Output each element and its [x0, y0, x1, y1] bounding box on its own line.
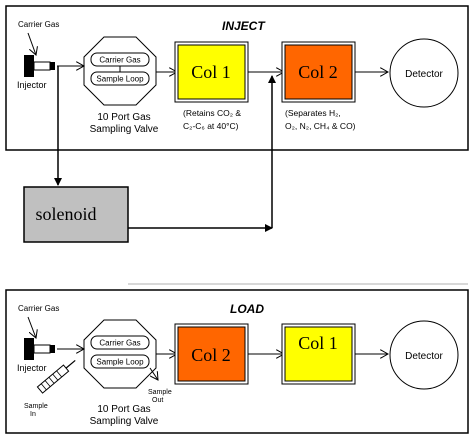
load-detector-label: Detector [405, 351, 443, 362]
inject-col2-note-1: (Separates H₂, [285, 108, 341, 118]
load-injector-tip [50, 345, 55, 353]
inject-title: INJECT [222, 19, 266, 33]
inject-injector-tip [50, 62, 55, 70]
load-injector-label: Injector [17, 363, 47, 373]
inject-detector-label: Detector [405, 69, 443, 80]
load-carrier-gas-arrow [27, 316, 36, 338]
load-carrier-gas-label: Carrier Gas [18, 304, 59, 313]
inject-injector-body [24, 55, 34, 77]
load-valve-carrier-label: Carrier Gas [99, 339, 140, 348]
solenoid-rect [23, 186, 129, 243]
inject-valve-carrier-label: Carrier Gas [99, 56, 140, 65]
inject-col1-label: Col 1 [191, 62, 231, 82]
load-col2-fill [177, 326, 246, 382]
sample-syringe-icon [36, 359, 76, 394]
sample-in-label-1: Sample [24, 403, 48, 410]
load-injector-port [33, 344, 51, 354]
inject-col1-fill [177, 44, 246, 100]
load-title: LOAD [230, 302, 264, 316]
sample-out-arrow [149, 367, 158, 380]
load-col1-label: Col 1 [298, 333, 338, 353]
load-detector-circle [389, 320, 459, 390]
load-valve-carrier-pill [90, 335, 150, 350]
load-injector-body [24, 338, 34, 360]
inject-valve-label-2: Sampling Valve [90, 124, 159, 135]
inject-injector-label: Injector [17, 80, 47, 90]
inject-injector-port [33, 61, 51, 71]
inject-col2-note-2: O₂, N₂, CH₄ & CO) [285, 121, 356, 131]
inject-detector-circle [389, 38, 459, 108]
solenoid-label: solenoid [36, 204, 97, 224]
inject-carrier-gas-arrow [27, 32, 36, 55]
inject-col2-fill [284, 44, 353, 100]
load-valve-octagon [83, 319, 157, 389]
inject-valve-sample-loop-pill [90, 71, 150, 86]
sample-out-label-2: Out [152, 397, 163, 404]
inject-valve-sample-loop-label: Sample Loop [96, 75, 144, 84]
load-valve-label-2: Sampling Valve [90, 416, 159, 427]
load-valve-sample-loop-label: Sample Loop [96, 358, 144, 367]
sample-in-label-2: In [30, 411, 36, 418]
load-col1-fill [284, 326, 353, 382]
load-col2-label: Col 2 [191, 345, 231, 365]
inject-carrier-gas-label: Carrier Gas [18, 20, 59, 29]
inject-col1-note-2: C₂-C₆ at 40°C) [183, 121, 239, 131]
inject-col1-note-1: (Retains CO₂ & [183, 108, 241, 118]
load-valve-label-1: 10 Port Gas [97, 404, 150, 415]
load-panel: LOAD Carrier Gas Injector Carrier Gas Sa… [5, 289, 469, 434]
inject-col2-label: Col 2 [298, 62, 338, 82]
inject-valve-label-1: 10 Port Gas [97, 112, 150, 123]
solenoid-box: solenoid [23, 186, 129, 243]
inject-panel: INJECT Carrier Gas Injector Carrier Gas … [5, 5, 469, 151]
sample-out-label-1: Sample [148, 389, 172, 396]
load-valve-sample-loop-pill [90, 354, 150, 369]
